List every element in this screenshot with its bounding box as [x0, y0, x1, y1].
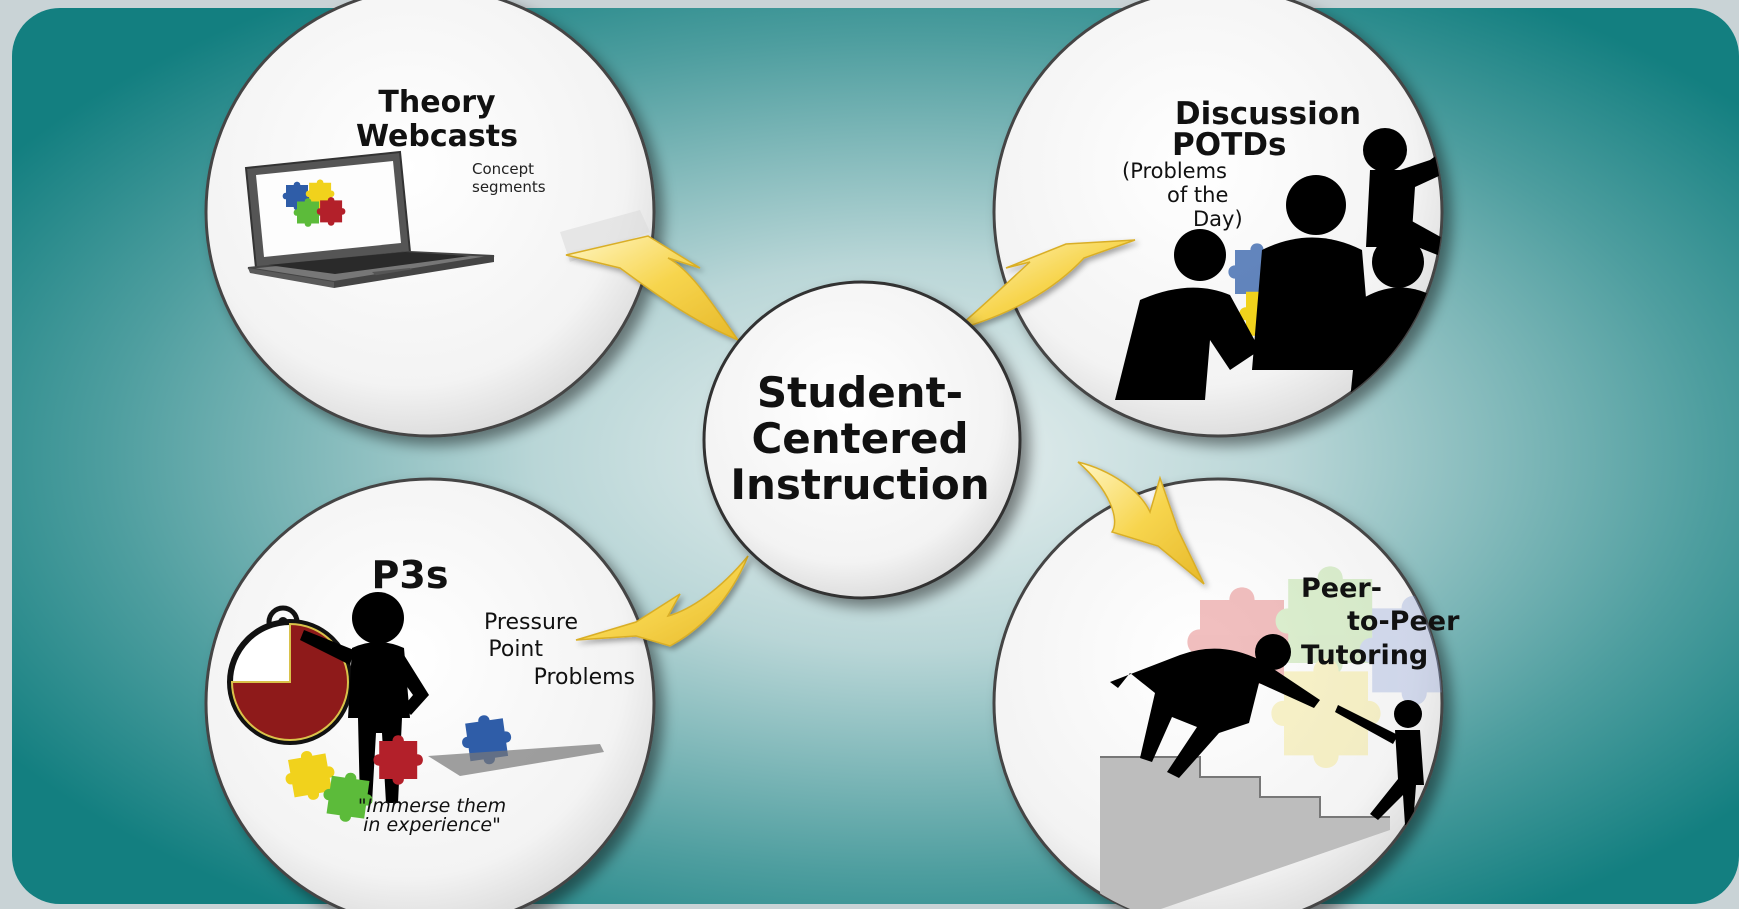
peer-line2: to-Peer [1347, 606, 1460, 637]
stopwatch-icon [227, 605, 353, 745]
p3s-sub-line3: Problems [534, 665, 635, 690]
center-circle [702, 280, 1022, 600]
theory-note-line2: segments [472, 178, 546, 196]
discussion-title-line2: POTDs [1172, 127, 1286, 163]
arrow-to-discussion [954, 239, 1136, 331]
center-title: Student- Centered Instruction [640, 370, 1080, 508]
discussion-sub-line2: of the [1167, 183, 1228, 207]
center-title-line1: Student- [756, 368, 964, 417]
p3s-sub-line1: Pressure [484, 610, 578, 635]
center-node [702, 280, 1022, 600]
discussion-sub-line1: (Problems [1122, 159, 1227, 183]
climber-figure-icon [1335, 700, 1424, 825]
p3s-circle [204, 477, 656, 909]
p3s-sub-line2: Point [488, 637, 543, 662]
peer-line1: Peer- [1301, 573, 1382, 604]
arrow-to-theory [565, 235, 741, 342]
stairs-icon [1100, 756, 1390, 909]
theory-title-line1: Theory [378, 85, 496, 120]
peer-line3: Tutoring [1301, 640, 1428, 671]
p3s-title: P3s [372, 553, 449, 597]
arrow-to-peer [1077, 461, 1205, 585]
theory-title-line2: Webcasts [356, 119, 518, 154]
theory-note-line1: Concept [472, 160, 534, 178]
helper-figure-icon [1110, 634, 1320, 778]
discussion-sub-line3: Day) [1193, 207, 1243, 231]
p3s-quote-line1: "Immerse them [358, 795, 506, 817]
p3s-node: P3s Pressure Point Problems "Immerse the… [204, 477, 656, 909]
theory-webcasts-node: Theory Webcasts Concept segments [204, 0, 656, 438]
center-title-line2: Centered [751, 414, 969, 463]
center-title-line3: Instruction [730, 460, 990, 509]
arrow-to-p3s [575, 555, 749, 647]
theory-circle [204, 0, 656, 438]
p3s-quote-line2: in experience" [363, 814, 501, 836]
discussion-title-line1: Discussion [1175, 96, 1361, 132]
laptop-icon [244, 150, 650, 288]
peer-tutoring-node: Peer- to-Peer Tutoring [992, 477, 1460, 909]
